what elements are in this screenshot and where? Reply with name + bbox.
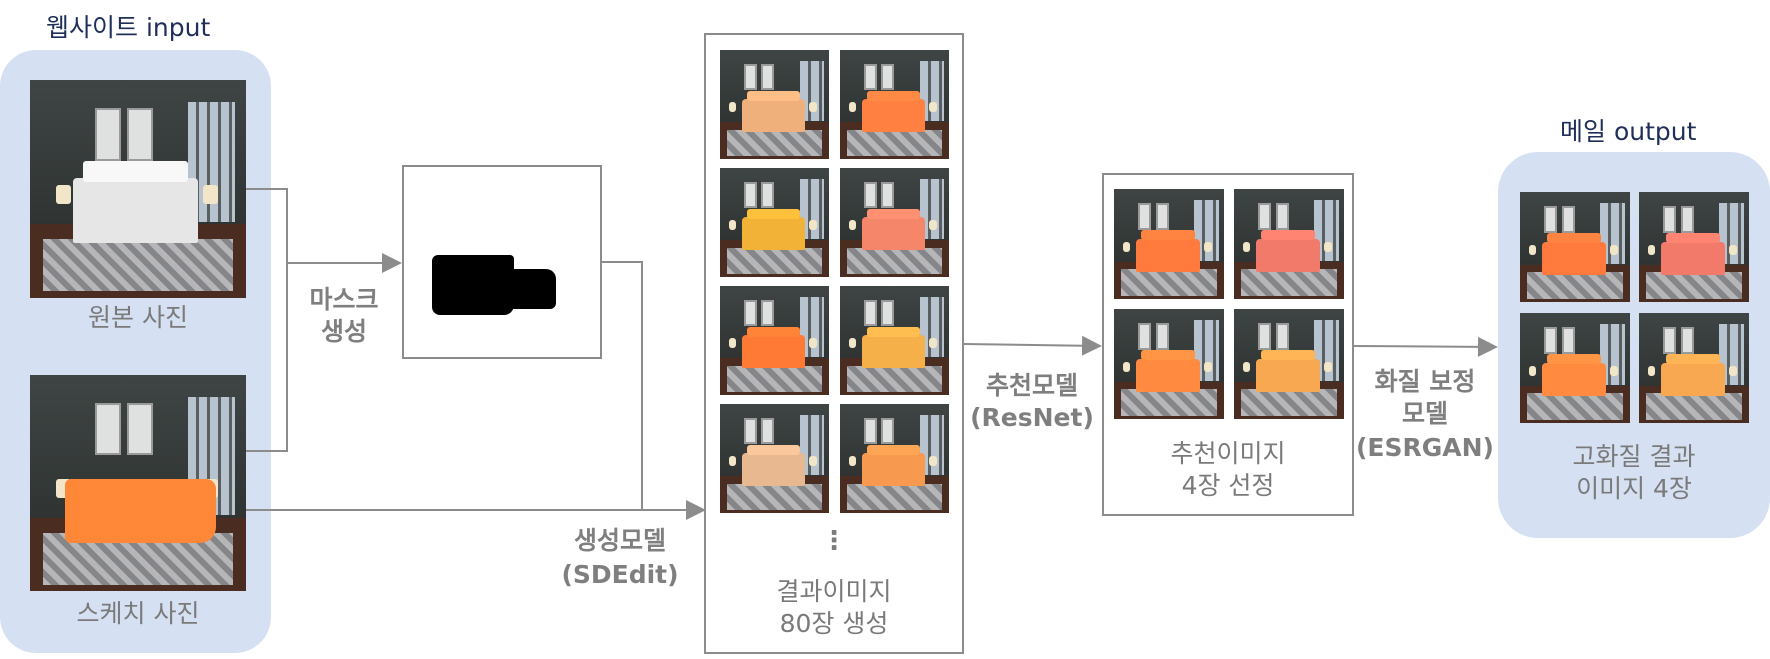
generated-thumbnail-2 [840,50,949,159]
generated-thumbnail-6 [840,286,949,395]
mask-shape [432,255,514,315]
generated-thumbnail-4 [840,168,949,277]
generated-thumbnail-7 [720,404,829,513]
upscale-model-line1: 화질 보정 [1374,367,1476,396]
recommended-thumbnail-4 [1234,309,1344,419]
input-panel-title: 웹사이트 input [46,13,211,42]
mask-label-line2: 생성 [320,317,367,346]
generated-thumbnail-3 [720,168,829,277]
recommended-thumbnail-1 [1114,189,1224,299]
recommended-caption-line1: 추천이미지 [1170,439,1286,468]
sketch-photo [30,375,246,591]
output-thumbnail-2 [1639,192,1749,302]
output-thumbnail-3 [1520,313,1630,423]
output-caption-line2: 이미지 4장 [1576,474,1692,503]
output-caption-line1: 고화질 결과 [1572,442,1696,471]
upscale-model-line3: (ESRGAN) [1356,433,1494,462]
recommend-model-line1: 추천모델 [985,371,1078,400]
sketch-overlay [64,478,216,544]
recommended-caption-line2: 4장 선정 [1181,471,1275,500]
original-photo [30,80,246,298]
generated-thumbnail-5 [720,286,829,395]
upscale-model-line2: 모델 [1401,399,1448,428]
recommend-model-line2: (ResNet) [970,403,1094,432]
recommended-thumbnail-2 [1234,189,1344,299]
output-thumbnail-4 [1639,313,1749,423]
generated-caption-line2: 80장 생성 [779,609,889,638]
mask-label-line1: 마스크 [309,285,379,314]
generation-model-line2: (SDEdit) [561,560,679,589]
output-panel-title: 메일 output [1560,117,1697,146]
generated-thumbnail-1 [720,50,829,159]
recommended-thumbnail-3 [1114,309,1224,419]
output-thumbnail-1 [1520,192,1630,302]
generated-caption-line1: 결과이미지 [776,577,892,606]
original-photo-caption: 원본 사진 [88,303,188,332]
sketch-photo-caption: 스케치 사진 [76,599,200,628]
mask-box [402,165,602,359]
generated-thumbnail-8 [840,404,949,513]
more-results-ellipsis: ⋮ [821,526,847,556]
generation-model-line1: 생성모델 [573,526,666,555]
